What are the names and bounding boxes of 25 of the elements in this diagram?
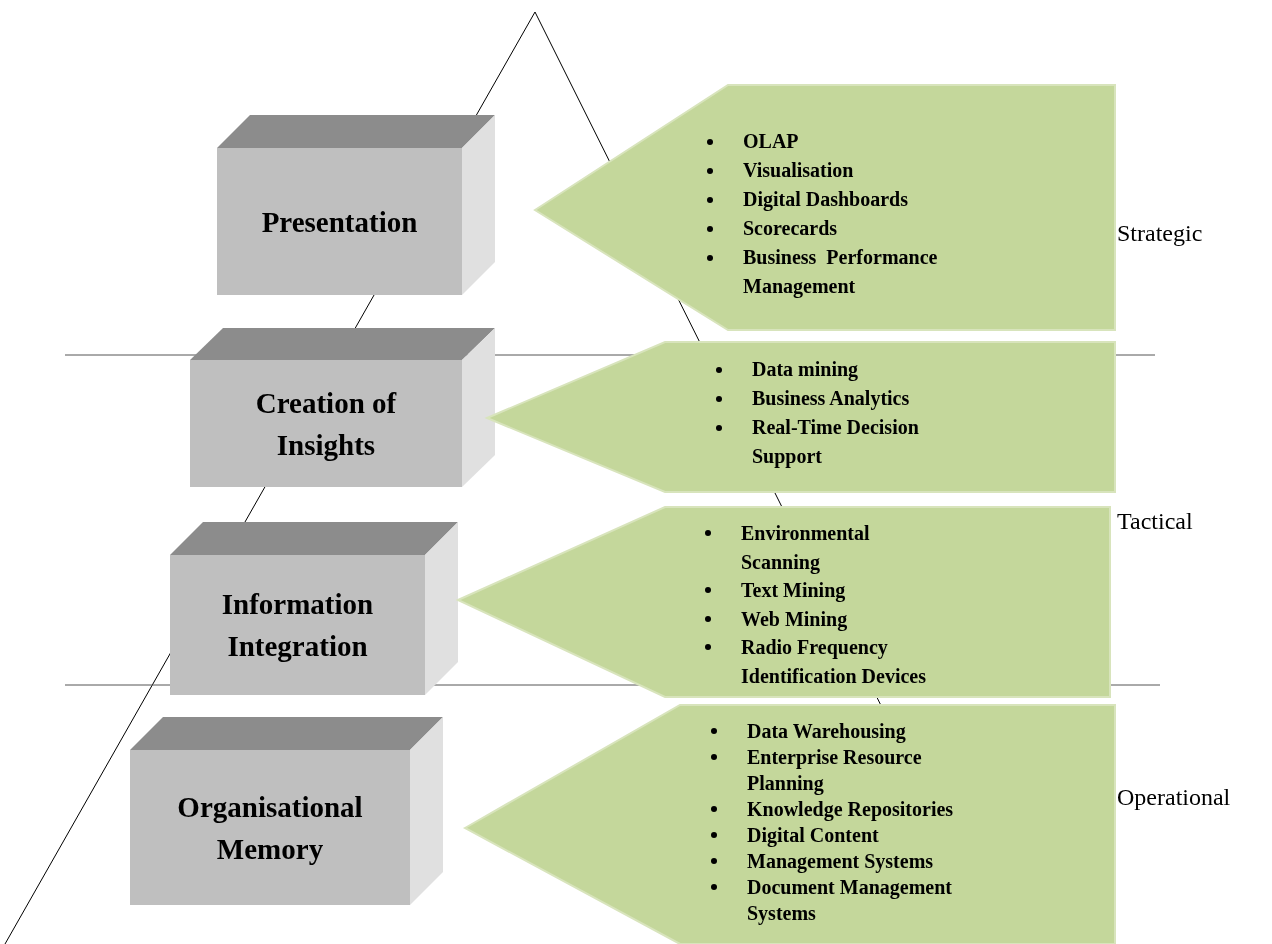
bullet-item: Enterprise Resource Planning xyxy=(747,746,923,794)
bullet-item: Web Mining xyxy=(741,607,848,630)
block-label: Information Integration xyxy=(220,587,375,664)
bullet-item: Digital Dashboards xyxy=(743,188,909,210)
level-label: Strategic xyxy=(1117,220,1203,247)
bullet-item: OLAP xyxy=(743,130,799,152)
bullet-item: Data Warehousing xyxy=(747,720,906,742)
bullet-item: Business Analytics xyxy=(752,387,910,409)
block-label: Organisational Memory xyxy=(176,789,364,867)
bullet-item: Environmental Scanning xyxy=(741,522,871,573)
bullet-item: Text Mining xyxy=(741,579,846,601)
bullet-item: Real-Time Decision Support xyxy=(752,416,920,467)
block-label: Presentation xyxy=(261,204,418,240)
bullet-item: Scorecards xyxy=(743,217,838,239)
bullet-item: Digital Content xyxy=(747,824,879,846)
bullet-item: Document Management Systems xyxy=(747,876,953,924)
bullet-item: Data mining xyxy=(752,358,859,380)
block-label: Creation of Insights xyxy=(254,385,398,463)
bullet-item: Management Systems xyxy=(747,850,934,872)
level-label: Tactical xyxy=(1117,508,1193,535)
level-label: Operational xyxy=(1117,784,1231,811)
bullet-item: Radio Frequency Identification Devices xyxy=(741,636,926,687)
bullet-item: Knowledge Repositories xyxy=(747,798,954,820)
bullet-item: Visualisation xyxy=(743,159,854,181)
bullet-item: Business Performance Management xyxy=(743,246,939,297)
